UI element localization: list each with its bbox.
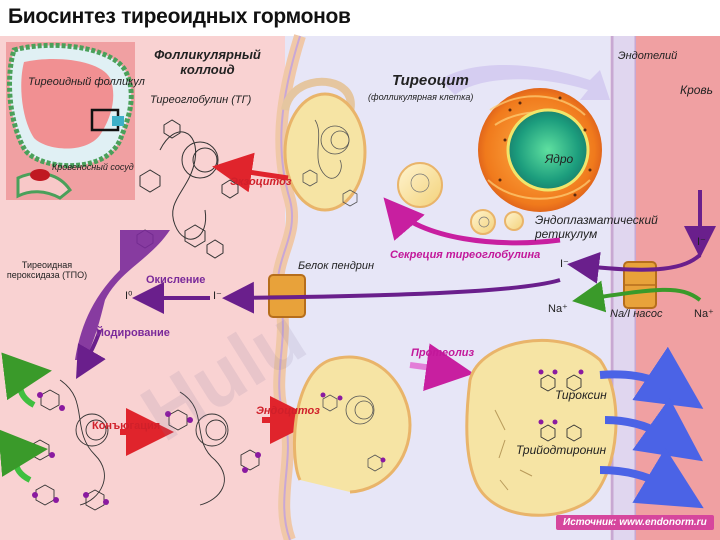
- exocytosis-label: Экзоцитоз: [230, 176, 292, 188]
- secretion-vesicle-2: [470, 209, 496, 235]
- iodide-colloid-label: I⁻: [213, 290, 222, 302]
- secretion-label: Секреция тиреоглобулина: [390, 249, 541, 261]
- iodide-to-colloid-arrow: [222, 278, 561, 314]
- inset-zoom-marker: [112, 116, 124, 126]
- exocytosis-vesicle: [283, 92, 367, 212]
- endothelium-label: Эндотелий: [618, 50, 678, 62]
- inset-colloid: [21, 58, 114, 149]
- hormone-structures: [540, 374, 582, 442]
- conjugation-label: Конъюгация: [92, 420, 161, 432]
- secretion-arrow: [383, 197, 561, 246]
- conjugation-green-arrow-1: [1, 352, 52, 408]
- sodium-arrow: [572, 280, 702, 313]
- follicular-colloid-label: Фолликулярный коллоид: [154, 47, 261, 77]
- iodine-label: I⁰: [125, 290, 133, 302]
- proteolysis-label: Протеолиз: [411, 347, 475, 359]
- er-label: Эндоплазматический ретикулум: [535, 213, 658, 241]
- nucleus-label: Ядро: [545, 152, 574, 166]
- page-title: Биосинтез тиреоидных гормонов: [8, 5, 351, 28]
- proteolysis-vesicle: [465, 338, 618, 517]
- thyrocyte-sub-label: (фолликулярная клетка): [368, 92, 474, 102]
- thyrocyte-label: Тиреоцит: [392, 72, 469, 89]
- thyroxine-label: Тироксин: [555, 388, 607, 402]
- blood-label: Кровь: [680, 83, 713, 97]
- inset-follicle-label: Тиреоидный фолликул: [28, 76, 145, 88]
- secretion-vesicle-3: [504, 211, 524, 231]
- pendrin-label: Белок пендрин: [298, 260, 375, 272]
- hormone-release-arrow-3: [599, 447, 704, 509]
- tpo-label: Тиреоидная пероксидаза (ТПО): [6, 260, 88, 281]
- hormone-release-arrow-1: [599, 346, 704, 409]
- hormone-release-arrow-2: [604, 398, 704, 462]
- sodium-cell-label: Na⁺: [548, 303, 568, 315]
- conjugation-green-arrow-2: [0, 429, 48, 483]
- oxidation-label: Окисление: [146, 274, 206, 286]
- exocytosis-arrow: [212, 152, 289, 193]
- sodium-blood-label: Na⁺: [694, 308, 714, 320]
- proteolysis-arrow: [409, 343, 474, 391]
- secretion-vesicle-1: [397, 162, 443, 208]
- inset-vessel-label: Кровеносный сосуд: [52, 162, 134, 172]
- iodide-blood-label: I⁻: [697, 236, 706, 248]
- iodide-into-cell-arrow: [567, 251, 702, 284]
- nai-pump-label: Na/I насос: [610, 308, 663, 320]
- iodide-cell-label: I⁻: [560, 258, 569, 270]
- iodination-label: Йодирование: [96, 327, 170, 339]
- thyroglobulin-label: Тиреоглобулин (ТГ): [150, 94, 252, 106]
- vesicle-tg: [302, 119, 358, 207]
- endocytosis-vesicle: [292, 355, 412, 494]
- inset-blood-cell: [30, 169, 50, 181]
- source-badge: Источник: www.endonorm.ru: [556, 515, 714, 530]
- conjugated-tg: [168, 391, 260, 506]
- endocytosis-label: Эндоцитоз: [256, 405, 320, 417]
- nucleus: [506, 108, 590, 192]
- triiodothyronine-label: Трийодтиронин: [516, 443, 607, 457]
